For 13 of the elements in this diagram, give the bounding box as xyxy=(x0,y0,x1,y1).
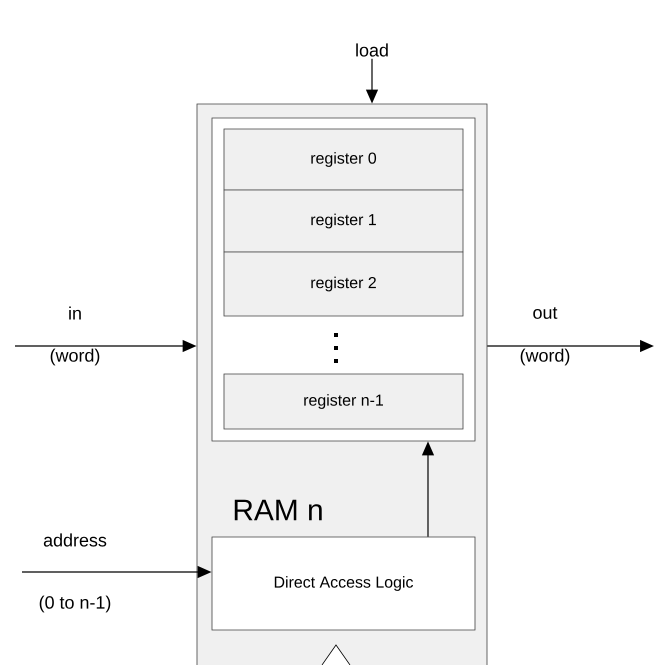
chip-label: RAM n xyxy=(234,500,322,520)
register-box: register 2 xyxy=(224,252,464,316)
signal-label: out xyxy=(533,307,558,319)
register-box: register 1 xyxy=(224,190,464,252)
signal-width-label: (word) xyxy=(520,348,570,366)
signal-label: load xyxy=(356,43,388,57)
signal-width-label: (0 to n-1) xyxy=(40,596,110,612)
logic-box: Direct Access Logic xyxy=(212,536,476,630)
signal-width-label: (word) xyxy=(50,348,100,366)
register-box: register 0 xyxy=(224,128,464,190)
register-box: register n-1 xyxy=(224,374,464,430)
signal-label: in xyxy=(69,306,81,320)
signal-label: address xyxy=(44,533,106,547)
